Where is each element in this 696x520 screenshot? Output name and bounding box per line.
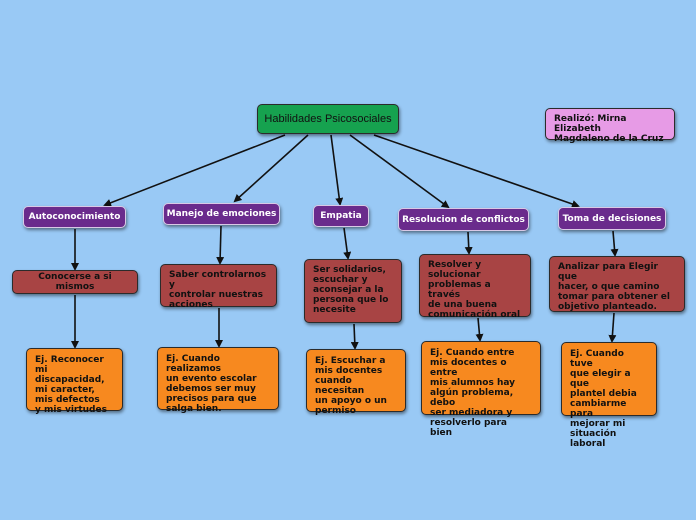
connector-arrow-resolucion-to-desc: [464, 231, 473, 255]
root-node-title[interactable]: Habilidades Psicosociales: [257, 104, 399, 134]
category-node-resolucion-de-conflictos[interactable]: Resolucion de conflictos: [398, 208, 529, 231]
connector-arrow-root-to-resolucion: [349, 134, 450, 209]
connector-arrow-root-to-autoconocimiento: [103, 134, 286, 207]
example-node-resolucion-de-conflictos[interactable]: Ej. Cuando entre mis docentes o entre mi…: [421, 341, 541, 438]
description-node-resolucion-de-conflictos[interactable]: Resolver y solucionar problemas a través…: [419, 254, 531, 320]
example-node-autoconocimiento[interactable]: Ej. Reconocer mi discapacidad, mi caract…: [26, 348, 123, 415]
connector-arrow-empatia-desc-to-example: [350, 323, 359, 350]
description-node-autoconocimiento[interactable]: Conocerse a si mismos: [12, 270, 138, 294]
connector-arrow-root-to-toma: [373, 134, 580, 208]
category-node-empatia[interactable]: Empatia: [313, 205, 369, 227]
connector-arrow-toma-to-desc: [610, 230, 619, 257]
example-node-manejo-de-emociones[interactable]: Ej. Cuando realizamos un evento escolar …: [157, 347, 279, 414]
description-node-toma-de-decisiones[interactable]: Analizar para Elegir que hacer, o que ca…: [549, 256, 685, 312]
description-node-empatia[interactable]: Ser solidarios, escuchar y aconsejar a l…: [304, 259, 402, 323]
connector-arrow-toma-desc-to-example: [608, 312, 617, 343]
category-node-autoconocimiento[interactable]: Autoconocimiento: [23, 206, 126, 228]
category-node-toma-de-decisiones[interactable]: Toma de decisiones: [558, 207, 666, 230]
example-node-empatia[interactable]: Ej. Escuchar a mis docentes cuando neces…: [306, 349, 406, 416]
connector-arrow-root-to-manejo: [233, 134, 309, 203]
description-node-manejo-de-emociones[interactable]: Saber controlarnos y controlar nuestras …: [160, 264, 277, 310]
connector-arrow-empatia-to-desc: [343, 227, 352, 260]
credit-node-author[interactable]: Realizó: Mirna Elizabeth Magdaleno de la…: [545, 108, 675, 144]
connector-arrow-root-to-empatia: [330, 134, 344, 206]
example-node-toma-de-decisiones[interactable]: Ej. Cuando tuve que elegir a que plantel…: [561, 342, 657, 449]
category-node-manejo-de-emociones[interactable]: Manejo de emociones: [163, 203, 280, 225]
connector-arrow-manejo-to-desc: [216, 225, 225, 265]
connector-arrow-resolucion-desc-to-example: [475, 317, 484, 342]
